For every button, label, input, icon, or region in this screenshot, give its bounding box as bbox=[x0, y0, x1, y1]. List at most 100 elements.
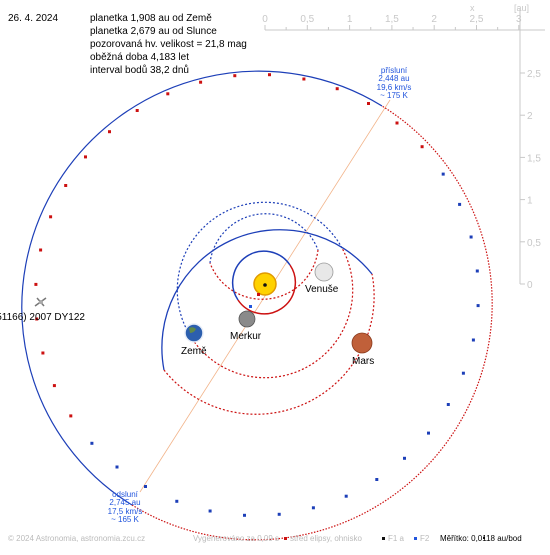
earth-orbit-blue bbox=[176, 201, 343, 333]
asteroid-orbit-point bbox=[49, 215, 53, 219]
date-label: 26. 4. 2024 bbox=[8, 13, 59, 24]
earth-body bbox=[184, 323, 204, 343]
asteroid-orbit-point bbox=[277, 512, 281, 516]
y-tick-label: 0 bbox=[527, 280, 533, 291]
perihelion-distance: 2,448 au bbox=[378, 74, 410, 84]
footer-legend-f2: F2 bbox=[420, 534, 430, 543]
mercury-orbit-red bbox=[237, 264, 297, 315]
footer-copyright: © 2024 Astronomia, astronomia.zcu.cz bbox=[8, 534, 146, 543]
asteroid-orbit-point bbox=[469, 235, 473, 239]
asteroid-orbit-point bbox=[39, 248, 43, 252]
earth-label: Země bbox=[181, 346, 207, 357]
venus-body bbox=[314, 262, 334, 282]
info-distance-earth: planetka 1,908 au od Země bbox=[90, 13, 212, 24]
y-tick-label: 2 bbox=[527, 111, 533, 122]
y-tick-label: 1,5 bbox=[527, 153, 541, 164]
asteroid-label: (151166) 2007 DY122 bbox=[0, 312, 85, 323]
venus-orbit-red bbox=[209, 249, 319, 300]
mercury-body bbox=[238, 310, 256, 328]
asteroid-orbit-point bbox=[375, 478, 379, 481]
asteroid-orbit-point bbox=[335, 87, 339, 91]
earth-land bbox=[189, 327, 196, 333]
mars-body bbox=[351, 332, 373, 354]
y-axis-ticks: 2,521,510,50 bbox=[520, 69, 541, 291]
asteroid-orbit-point bbox=[35, 317, 39, 321]
legend-f2-swatch bbox=[414, 537, 417, 540]
x-tick-label: 3 bbox=[516, 14, 522, 25]
asteroid-orbit-point bbox=[395, 121, 399, 125]
asteroid-orbit-point bbox=[166, 92, 170, 96]
footer-generated: Vygenerováno za 0,09 s bbox=[193, 534, 279, 543]
x-tick-label: 0,5 bbox=[300, 14, 314, 25]
asteroid-orbit-blue bbox=[21, 70, 383, 506]
mars-orbit-red bbox=[163, 273, 375, 415]
asteroid-orbit-point bbox=[34, 282, 38, 286]
asteroid-orbit-points bbox=[34, 73, 480, 517]
aphelion-distance: 2,745 au bbox=[109, 498, 141, 508]
asteroid-marker bbox=[34, 297, 47, 307]
x-axis-label: x bbox=[470, 3, 475, 13]
asteroid-orbit-point bbox=[84, 155, 87, 159]
asteroid-orbit-point bbox=[135, 109, 139, 112]
axis-unit-label: [au] bbox=[514, 3, 530, 13]
x-tick-label: 2,5 bbox=[470, 14, 484, 25]
asteroid-orbit-red bbox=[131, 105, 493, 541]
perihelion-annotation: přísluní 2,448 au 19,6 km/s ~ 175 K bbox=[369, 66, 419, 101]
legend-scale-swatch bbox=[483, 537, 485, 539]
asteroid-orbit-point bbox=[199, 80, 203, 84]
asteroid-orbit-point bbox=[476, 304, 480, 308]
asteroid-orbit-point bbox=[175, 499, 179, 503]
info-magnitude: pozorovaná hv. velikost = 21,8 mag bbox=[90, 39, 247, 50]
x-tick-label: 0 bbox=[262, 14, 268, 25]
footer-legend-center: střed elipsy, ohnisko bbox=[290, 534, 362, 543]
perihelion-temperature: ~ 175 K bbox=[380, 91, 408, 101]
info-point-interval: interval bodů 38,2 dnů bbox=[90, 65, 189, 76]
asteroid-orbit-point bbox=[243, 513, 246, 517]
mercury-label: Merkur bbox=[230, 331, 262, 342]
x-tick-label: 1,5 bbox=[385, 14, 399, 25]
asteroid-orbit-point bbox=[233, 74, 237, 78]
asteroid-orbit-point bbox=[367, 102, 370, 105]
perihelion-speed: 19,6 km/s bbox=[376, 82, 412, 92]
footer-scale: Měřítko: 0,0118 au/bod bbox=[440, 534, 522, 543]
mars-orbit-blue bbox=[161, 229, 373, 371]
perihelion-title: přísluní bbox=[380, 66, 408, 75]
venus-label: Venuše bbox=[305, 284, 339, 295]
mars-label: Mars bbox=[352, 356, 375, 367]
footer-legend-f1: F1 a bbox=[388, 534, 405, 543]
f2-marker bbox=[249, 305, 252, 308]
asteroid-orbit-point bbox=[344, 494, 348, 498]
asteroid-orbit-point bbox=[115, 465, 119, 469]
info-distance-sun: planetka 2,679 au od Slunce bbox=[90, 26, 217, 37]
y-tick-label: 1 bbox=[527, 196, 533, 207]
asteroid-orbit-point bbox=[64, 184, 68, 187]
asteroid-orbit-point bbox=[302, 77, 306, 81]
asteroid-orbit-point bbox=[108, 130, 111, 134]
y-tick-label: 0,5 bbox=[527, 238, 541, 249]
x-tick-label: 1 bbox=[347, 14, 353, 25]
asteroid-orbit-point bbox=[441, 172, 445, 176]
asteroid-orbit-point bbox=[420, 145, 424, 149]
legend-f1-swatch bbox=[382, 537, 385, 540]
asteroid-orbit-point bbox=[311, 506, 315, 510]
center-marker bbox=[257, 293, 260, 296]
asteroid-orbit-point bbox=[471, 338, 475, 342]
asteroid-orbit-point bbox=[69, 414, 73, 418]
asteroid-orbit-point bbox=[268, 73, 271, 77]
asteroid-orbit-point bbox=[90, 441, 94, 445]
asteroid-orbit-point bbox=[427, 431, 430, 435]
asteroid-orbit-point bbox=[475, 269, 479, 273]
info-period: oběžná doba 4,183 let bbox=[90, 52, 189, 63]
aphelion-annotation: odsluní 2,745 au 17,5 km/s ~ 165 K bbox=[100, 490, 150, 525]
mercury-orbit-blue bbox=[231, 250, 291, 301]
asteroid-orbit-point bbox=[144, 485, 147, 488]
venus-orbit-blue bbox=[209, 213, 319, 264]
legend-center-swatch bbox=[284, 537, 287, 540]
asteroid-orbit-point bbox=[52, 384, 56, 388]
apsis-line bbox=[139, 99, 391, 493]
aphelion-title: odsluní bbox=[112, 490, 138, 499]
asteroid-orbit-point bbox=[41, 351, 45, 355]
sun-focus bbox=[263, 283, 267, 287]
